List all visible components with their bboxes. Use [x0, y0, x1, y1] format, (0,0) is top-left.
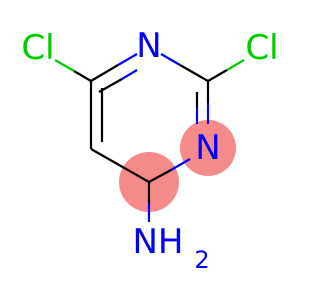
- bond-n3-c4-carbon: [148, 169, 172, 183]
- bond-cl-left-c6: [54, 59, 75, 72]
- bond-n1-c2-n: [160, 53, 181, 66]
- bond-c4-c5: [90, 148, 150, 183]
- molecule-structure: Cl N Cl N NH 2: [21, 26, 278, 274]
- bond-n1-c2-carbon: [179, 64, 209, 82]
- atom-cl-right: Cl: [245, 28, 278, 68]
- bond-c6-n1-outer: [90, 64, 119, 82]
- atom-nh2-subscript: 2: [194, 246, 209, 274]
- highlight-n-ring: [180, 120, 236, 176]
- atom-nh2: NH: [133, 222, 184, 262]
- bond-c2-cl-right: [207, 69, 228, 82]
- atom-label-layer: Cl N Cl N NH 2: [21, 26, 278, 274]
- bond-layer: [54, 53, 245, 222]
- bond-c6-n1-outer-n: [117, 53, 138, 66]
- atom-n-top: N: [136, 26, 161, 66]
- bond-c2-cl-right-cl: [226, 59, 245, 71]
- bond-cl-left-c6-carbon: [73, 70, 92, 82]
- bond-c6-n1-inner-n: [121, 69, 138, 80]
- atom-cl-left: Cl: [21, 28, 54, 68]
- bond-n3-c4-n: [170, 158, 191, 171]
- atom-n-ring: N: [195, 128, 220, 168]
